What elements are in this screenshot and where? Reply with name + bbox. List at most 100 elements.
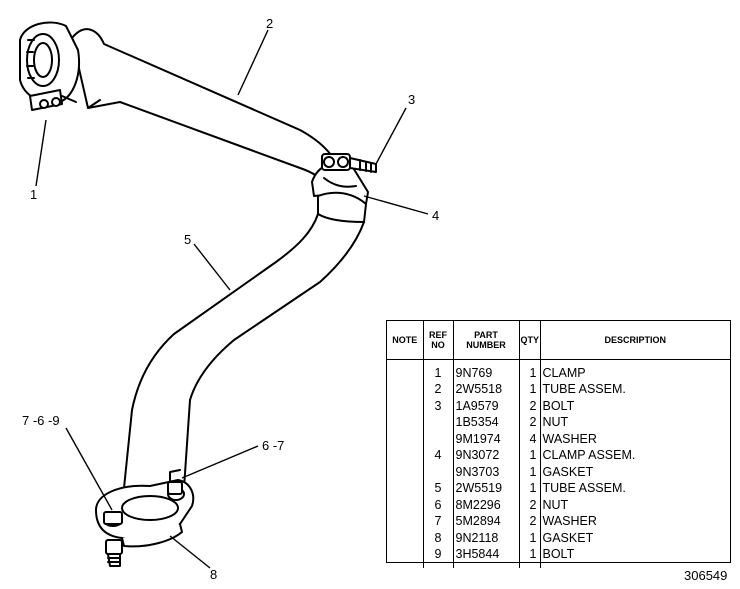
cell-part-number: 2W5518 xyxy=(453,381,520,398)
callout-7-6-9: 7 -6 -9 xyxy=(22,413,60,428)
cell-note xyxy=(387,398,424,415)
table-row: 9M1974 4 WASHER xyxy=(387,431,730,448)
cell-ref xyxy=(423,464,454,481)
cell-ref: 7 xyxy=(423,513,454,530)
cell-qty: 2 xyxy=(519,414,541,431)
cell-note xyxy=(387,447,424,464)
cell-qty: 1 xyxy=(519,464,541,481)
cell-part-number: 9M1974 xyxy=(453,431,520,448)
cell-ref: 5 xyxy=(423,480,454,497)
table-row: 4 9N3072 1 CLAMP ASSEM. xyxy=(387,447,730,464)
lower-tube-seam xyxy=(317,213,365,223)
lower-tube xyxy=(123,191,367,489)
table-row: 1B5354 2 NUT xyxy=(387,414,730,431)
cell-note xyxy=(387,381,424,398)
mounting-flange xyxy=(95,469,195,548)
callout-6-7: 6 -7 xyxy=(262,438,284,453)
cell-note xyxy=(387,464,424,481)
inlet-clamp xyxy=(19,21,80,111)
callout-1: 1 xyxy=(30,187,37,202)
table-row: 5 2W5519 1 TUBE ASSEM. xyxy=(387,480,730,497)
cell-description: TUBE ASSEM. xyxy=(542,382,626,396)
cell-part-number: 2W5519 xyxy=(453,480,520,497)
table-row: 3 1A9579 2 BOLT xyxy=(387,398,730,415)
cell-ref: 9 xyxy=(423,546,454,563)
cell-qty: 1 xyxy=(519,381,541,398)
cell-part-number: 3H5844 xyxy=(453,546,520,563)
cell-description: GASKET xyxy=(542,530,594,545)
table-row: 9 3H5844 1 BOLT xyxy=(387,546,730,563)
cell-ref xyxy=(423,414,454,431)
cell-ref: 8 xyxy=(423,530,454,547)
cell-description: BOLT xyxy=(542,547,575,561)
table-row: 7 5M2894 2 WASHER xyxy=(387,513,730,530)
cell-ref: 3 xyxy=(423,398,454,415)
cell-ref: 2 xyxy=(423,381,454,398)
cell-qty: 2 xyxy=(519,398,541,415)
cell-ref xyxy=(423,431,454,448)
table-row: 6 8M2296 2 NUT xyxy=(387,497,730,514)
cell-note xyxy=(387,365,424,382)
cell-note xyxy=(387,414,424,431)
leader-line-7-6-9 xyxy=(65,427,113,511)
leader-line-4 xyxy=(363,195,429,215)
cell-qty: 1 xyxy=(519,546,541,563)
cell-note xyxy=(387,530,424,547)
cell-part-number: 9N2118 xyxy=(453,530,520,547)
cell-description: WASHER xyxy=(542,431,597,446)
cell-note xyxy=(387,546,424,563)
cell-ref: 6 xyxy=(423,497,454,514)
cell-qty: 1 xyxy=(519,447,541,464)
cell-description: WASHER xyxy=(542,514,597,528)
cell-part-number: 9N3072 xyxy=(453,447,520,464)
leader-line-3 xyxy=(375,107,407,165)
cell-description: CLAMP xyxy=(542,365,586,380)
cell-note xyxy=(387,480,424,497)
leader-line-1 xyxy=(35,119,47,187)
leader-line-5 xyxy=(193,243,231,291)
leader-line-8 xyxy=(169,535,211,569)
callout-8: 8 xyxy=(210,567,217,582)
cell-qty: 1 xyxy=(519,530,541,547)
cell-ref: 4 xyxy=(423,447,454,464)
joint-band-clamp xyxy=(311,153,377,205)
cell-qty: 2 xyxy=(519,513,541,530)
leader-line-2 xyxy=(237,29,269,96)
table-row: 2 2W5518 1 TUBE ASSEM. xyxy=(387,381,730,398)
upper-tube-bottom-edge xyxy=(87,99,101,109)
flange-bolt xyxy=(105,539,123,567)
table-row: 9N3703 1 GASKET xyxy=(387,464,730,481)
header-note: NOTE xyxy=(387,321,424,360)
cell-part-number: 9N769 xyxy=(453,365,520,382)
cell-note xyxy=(387,513,424,530)
callout-2: 2 xyxy=(266,16,273,31)
cell-note xyxy=(387,431,424,448)
cell-part-number: 1B5354 xyxy=(453,414,520,431)
cell-part-number: 1A9579 xyxy=(453,398,520,415)
cell-qty: 1 xyxy=(519,480,541,497)
table-row: 1 9N769 1 CLAMP xyxy=(387,365,730,382)
cell-description: NUT xyxy=(542,415,569,429)
cell-description: CLAMP ASSEM. xyxy=(542,448,636,462)
cell-description: NUT xyxy=(542,497,569,512)
cell-description: GASKET xyxy=(542,464,594,479)
cell-description: BOLT xyxy=(542,398,575,413)
upper-tube xyxy=(71,28,341,191)
callout-3: 3 xyxy=(408,92,415,107)
cell-description: TUBE ASSEM. xyxy=(542,481,626,495)
leader-line-6-7 xyxy=(181,445,259,479)
cell-qty: 4 xyxy=(519,431,541,448)
table-row: 8 9N2118 1 GASKET xyxy=(387,530,730,547)
figure-number: 306549 xyxy=(684,568,728,583)
header-description: DESCRIPTION xyxy=(540,321,730,360)
cell-part-number: 8M2296 xyxy=(453,497,520,514)
cell-qty: 2 xyxy=(519,497,541,514)
cell-part-number: 5M2894 xyxy=(453,513,520,530)
cell-note xyxy=(387,497,424,514)
cell-ref: 1 xyxy=(423,365,454,382)
